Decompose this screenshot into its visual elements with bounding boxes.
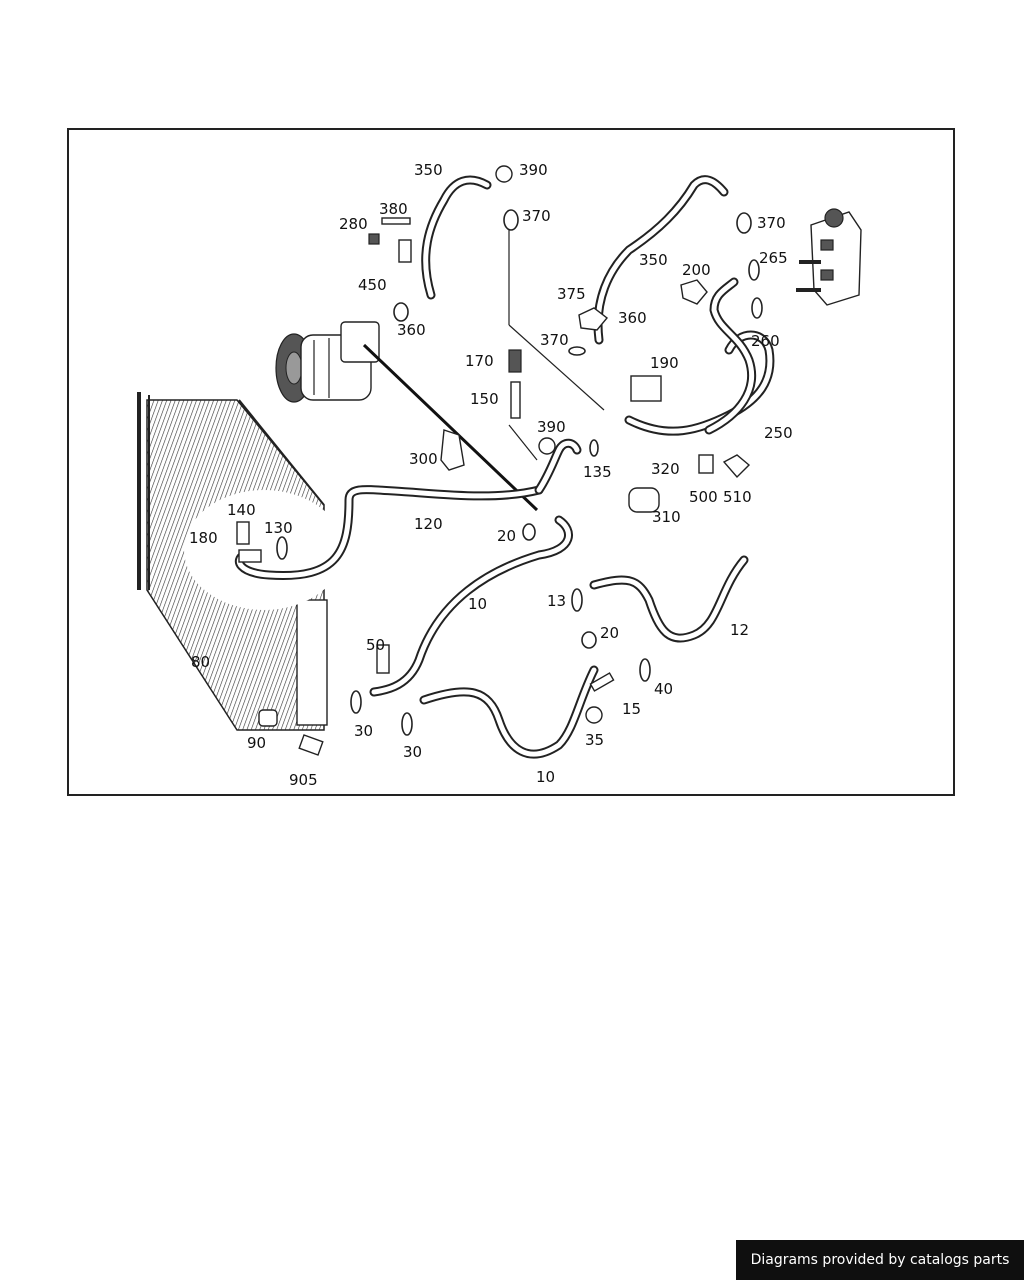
callout-label: 20 bbox=[600, 624, 619, 642]
diagram-frame: 350 390 380 280 370 450 360 370 350 200 … bbox=[67, 128, 955, 796]
callout-label: 10 bbox=[468, 595, 487, 613]
callout-label: 370 bbox=[522, 207, 551, 225]
callout-label: 260 bbox=[751, 332, 780, 350]
callout-label: 500 bbox=[689, 488, 718, 506]
callout-label: 35 bbox=[585, 731, 604, 749]
callout-label: 250 bbox=[764, 424, 793, 442]
callout-label: 360 bbox=[618, 309, 647, 327]
callout-label: 350 bbox=[414, 161, 443, 179]
callout-label: 90 bbox=[247, 734, 266, 752]
footer-credit: Diagrams provided by catalogs parts bbox=[736, 1240, 1024, 1280]
callout-label: 140 bbox=[227, 501, 256, 519]
callout-label: 320 bbox=[651, 460, 680, 478]
callout-label: 170 bbox=[465, 352, 494, 370]
callout-label: 200 bbox=[682, 261, 711, 279]
hose-lines bbox=[234, 175, 775, 759]
callout-label: 30 bbox=[403, 743, 422, 761]
callout-label: 390 bbox=[537, 418, 566, 436]
callout-labels: 350 390 380 280 370 450 360 370 350 200 … bbox=[189, 161, 793, 789]
callout-label: 12 bbox=[730, 621, 749, 639]
callout-label: 370 bbox=[540, 331, 569, 349]
callout-label: 370 bbox=[757, 214, 786, 232]
callout-label: 10 bbox=[536, 768, 555, 786]
callout-label: 265 bbox=[759, 249, 788, 267]
callout-label: 30 bbox=[354, 722, 373, 740]
callout-label: 20 bbox=[497, 527, 516, 545]
callout-label: 280 bbox=[339, 215, 368, 233]
parts-diagram: 350 390 380 280 370 450 360 370 350 200 … bbox=[137, 161, 862, 789]
callout-label: 120 bbox=[414, 515, 443, 533]
callout-label: 300 bbox=[409, 450, 438, 468]
callout-label: 450 bbox=[358, 276, 387, 294]
callout-label: 13 bbox=[547, 592, 566, 610]
callout-label: 360 bbox=[397, 321, 426, 339]
compressor-icon bbox=[275, 321, 380, 403]
callout-label: 40 bbox=[654, 680, 673, 698]
callout-label: 130 bbox=[264, 519, 293, 537]
callout-label: 310 bbox=[652, 508, 681, 526]
callout-label: 190 bbox=[650, 354, 679, 372]
callout-label: 380 bbox=[379, 200, 408, 218]
callout-label: 510 bbox=[723, 488, 752, 506]
expansion-valve-icon bbox=[796, 208, 862, 306]
callout-label: 180 bbox=[189, 529, 218, 547]
callout-label: 905 bbox=[289, 771, 318, 789]
callout-label: 80 bbox=[191, 653, 210, 671]
callout-label: 350 bbox=[639, 251, 668, 269]
small-parts bbox=[236, 165, 763, 756]
callout-label: 15 bbox=[622, 700, 641, 718]
callout-label: 50 bbox=[366, 636, 385, 654]
callout-label: 390 bbox=[519, 161, 548, 179]
callout-label: 135 bbox=[583, 463, 612, 481]
callout-label: 150 bbox=[470, 390, 499, 408]
callout-label: 375 bbox=[557, 285, 586, 303]
